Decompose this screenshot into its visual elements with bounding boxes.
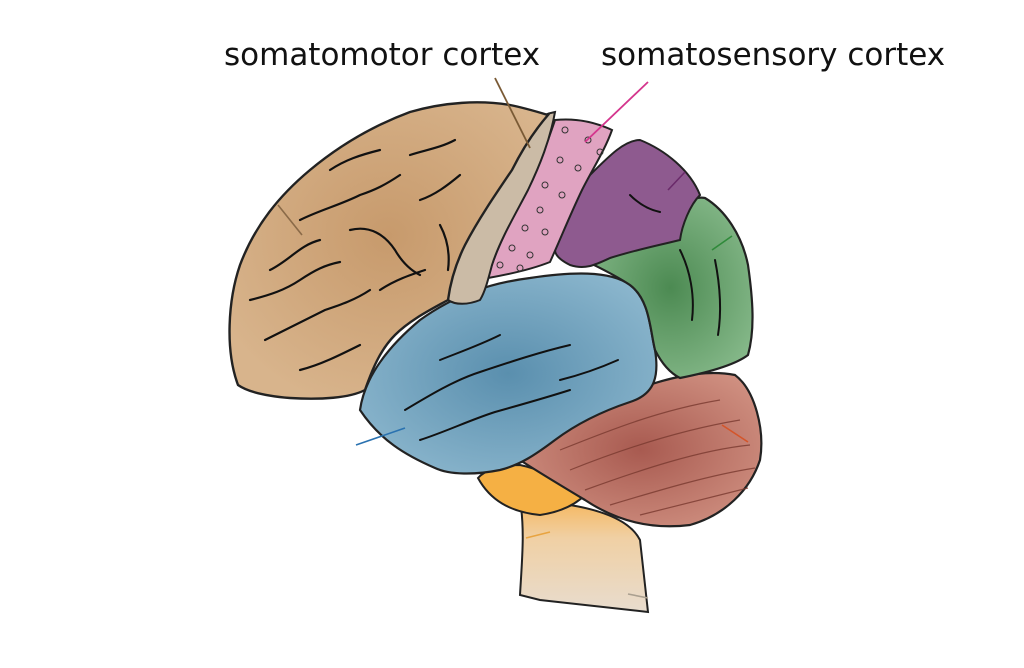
sulci-parietal xyxy=(629,194,661,213)
sulci-occipital xyxy=(679,249,722,336)
region-ticks xyxy=(277,171,749,599)
somatomotor-cortex-label: somatomotor cortex xyxy=(224,37,541,73)
sulci-temporal xyxy=(404,334,619,441)
sensory-texture xyxy=(496,126,604,272)
sulci-frontal xyxy=(248,138,462,372)
cerebellum-folia xyxy=(559,399,756,516)
somatosensory-cortex-label: somatosensory cortex xyxy=(601,37,946,73)
somatomotor-leader-line xyxy=(494,77,531,149)
somatosensory-leader-line xyxy=(584,81,649,143)
frontal-lobe xyxy=(228,101,551,400)
